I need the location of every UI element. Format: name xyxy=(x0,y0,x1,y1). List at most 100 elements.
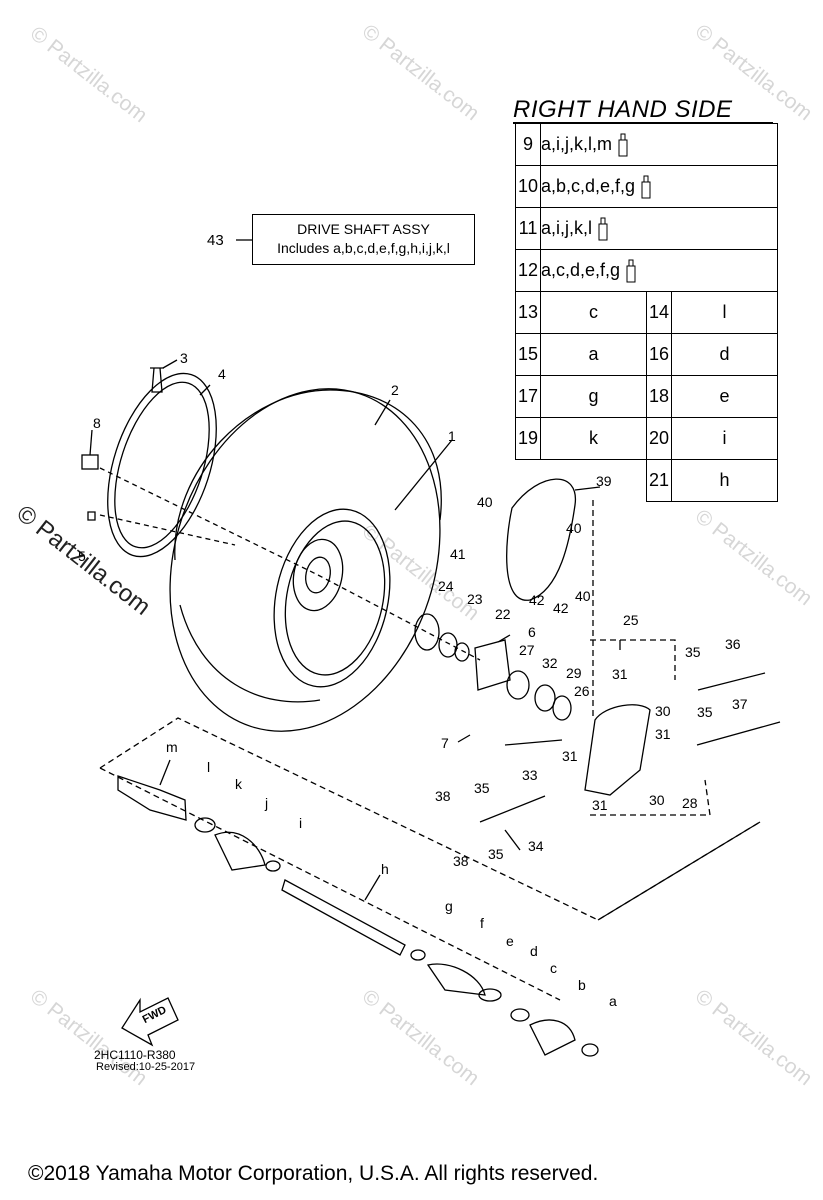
callout-label: 38 xyxy=(453,853,469,869)
rhs-empty-cell xyxy=(516,460,647,502)
callout-label: 35 xyxy=(474,780,490,796)
drive-shaft-assy-box: DRIVE SHAFT ASSY Includes a,b,c,d,e,f,g,… xyxy=(252,214,475,265)
rhs-num: 17 xyxy=(515,375,541,418)
rhs-parts-cell: a,b,c,d,e,f,g xyxy=(540,165,778,208)
callout-label: 35 xyxy=(685,644,701,660)
callout-label: 31 xyxy=(612,666,628,682)
rhs-parts: a,i,j,k,l,m xyxy=(541,133,613,154)
callout-label: b xyxy=(578,977,586,993)
callout-label: l xyxy=(207,759,211,775)
rhs-parts-cell: a,i,j,k,l,m xyxy=(540,123,778,166)
callout-label: 23 xyxy=(467,591,483,607)
callout-label: c xyxy=(550,960,557,976)
callout-label: e xyxy=(506,933,514,949)
callout-label: 3 xyxy=(180,350,188,366)
part-code: 2HC1110-R380 xyxy=(94,1048,176,1062)
rhs-pair-row: 15 a 16 d xyxy=(515,333,778,376)
callout-label: 8 xyxy=(93,415,101,431)
rhs-value: e xyxy=(671,375,778,418)
rhs-value: k xyxy=(540,417,647,460)
bolt-5 xyxy=(87,511,96,521)
callout-label: 5 xyxy=(78,548,86,564)
rhs-value: i xyxy=(671,417,778,460)
valve-stem xyxy=(150,367,164,393)
rhs-num: 11 xyxy=(515,207,541,250)
callout-label: 31 xyxy=(655,726,671,742)
callout-label: 27 xyxy=(519,642,535,658)
drive-shaft-assy-title: DRIVE SHAFT ASSY xyxy=(297,221,430,237)
rhs-pair-row: 17 g 18 e xyxy=(515,375,778,418)
callout-label: 31 xyxy=(592,797,608,813)
callout-label: j xyxy=(265,795,269,811)
wheel-rim xyxy=(273,508,391,688)
callout-label: 26 xyxy=(574,683,590,699)
callout-label: 22 xyxy=(495,606,511,622)
drive-shaft-region-edge xyxy=(597,821,761,921)
rhs-value: g xyxy=(540,375,647,418)
rhs-parts: a,b,c,d,e,f,g xyxy=(541,175,636,196)
fwd-arrow xyxy=(121,997,179,1047)
callout-label: 37 xyxy=(732,696,748,712)
leader-lines xyxy=(89,239,621,901)
callout-label: 42 xyxy=(553,600,569,616)
callout-label: 25 xyxy=(623,612,639,628)
rhs-value: a xyxy=(540,333,647,376)
drive-shaft-region-bottom xyxy=(99,767,561,1001)
rhs-num: 16 xyxy=(645,333,673,376)
hub-assembly xyxy=(414,613,572,721)
callout-label: 32 xyxy=(542,655,558,671)
callout-label: 29 xyxy=(566,665,582,681)
callout-label: 39 xyxy=(596,473,612,489)
rhs-value: l xyxy=(671,291,778,334)
callout-label: 34 xyxy=(528,838,544,854)
grease-tube-icon xyxy=(598,217,608,240)
rhs-num: 9 xyxy=(515,123,541,166)
rhs-row: 10 a,b,c,d,e,f,g xyxy=(515,165,778,208)
callout-label: 41 xyxy=(450,546,466,562)
rhs-pair-row: 13 c 14 l xyxy=(515,291,778,334)
callout-label: f xyxy=(480,915,484,931)
rhs-num: 12 xyxy=(515,249,541,292)
rhs-table: 9 a,i,j,k,l,m 10 a,b,c,d,e,f,g 11 a,i,j,… xyxy=(515,123,778,502)
callout-label: 24 xyxy=(438,578,454,594)
rhs-num: 20 xyxy=(645,417,673,460)
rhs-value: h xyxy=(671,459,778,502)
callout-label: 36 xyxy=(725,636,741,652)
callout-label: k xyxy=(235,776,242,792)
callout-label: 35 xyxy=(488,846,504,862)
callout-label: 30 xyxy=(655,703,671,719)
rhs-row: 11 a,i,j,k,l xyxy=(515,207,778,250)
rhs-num: 10 xyxy=(515,165,541,208)
callout-label: 31 xyxy=(562,748,578,764)
rhs-num: 19 xyxy=(515,417,541,460)
callout-label: 33 xyxy=(522,767,538,783)
dashed-box-25 xyxy=(590,639,676,680)
tire xyxy=(169,388,442,732)
grease-tube-icon xyxy=(626,259,636,282)
callout-label: 40 xyxy=(575,588,591,604)
rhs-num: 21 xyxy=(645,459,673,502)
callout-43: 43 xyxy=(207,232,224,249)
callout-label: 35 xyxy=(697,704,713,720)
rhs-title: RIGHT HAND SIDE xyxy=(513,96,733,123)
callout-label: d xyxy=(530,943,538,959)
rhs-value: c xyxy=(540,291,647,334)
callout-label: 1 xyxy=(448,428,456,444)
drive-shaft-assy-includes: Includes a,b,c,d,e,f,g,h,i,j,k,l xyxy=(277,240,450,256)
callout-label: h xyxy=(381,861,389,877)
callout-label: 6 xyxy=(528,624,536,640)
rhs-num: 18 xyxy=(645,375,673,418)
rhs-pair-row: 19 k 20 i xyxy=(515,417,778,460)
rhs-parts: a,c,d,e,f,g xyxy=(541,259,621,280)
callout-label: 7 xyxy=(441,735,449,751)
rhs-parts-cell: a,c,d,e,f,g xyxy=(540,249,778,292)
rhs-parts-cell: a,i,j,k,l xyxy=(540,207,778,250)
copyright: ©2018 Yamaha Motor Corporation, U.S.A. A… xyxy=(28,1162,599,1185)
callout-label: 38 xyxy=(435,788,451,804)
callout-label: 2 xyxy=(391,382,399,398)
callout-label: a xyxy=(609,993,617,1009)
callout-label: m xyxy=(166,739,178,755)
callout-label: 42 xyxy=(529,592,545,608)
brake-disc xyxy=(506,478,576,601)
